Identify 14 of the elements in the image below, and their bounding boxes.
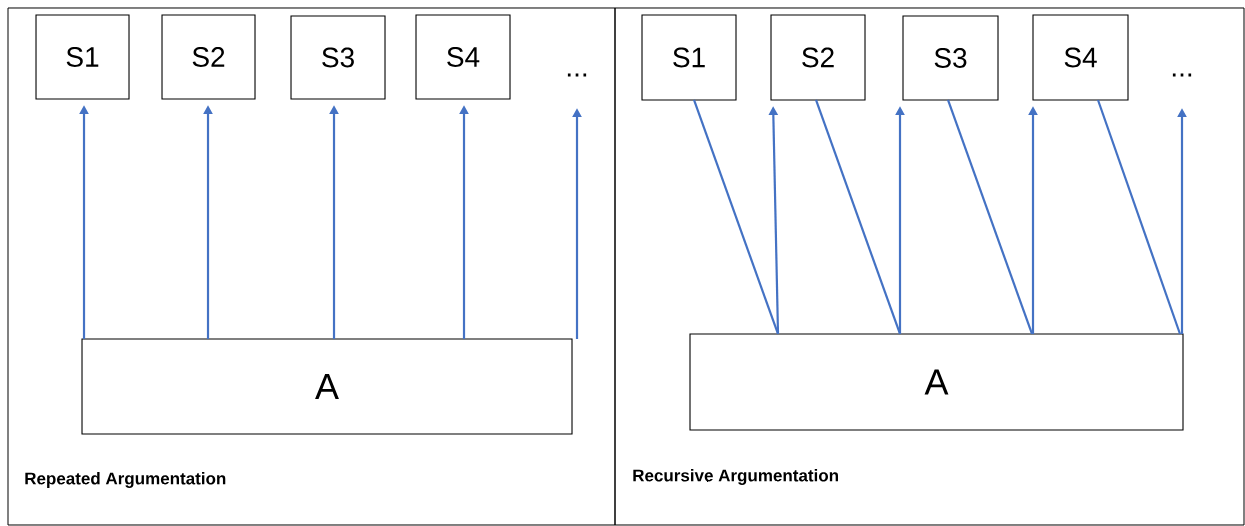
argument-box: A bbox=[81, 338, 573, 435]
statement-box: S4 bbox=[1032, 14, 1129, 101]
ellipsis-text: ... bbox=[1172, 73, 1192, 77]
panel-title: Recursive Argumentation bbox=[633, 469, 838, 485]
statement-box: S3 bbox=[902, 15, 999, 101]
ellipsis-text: ... bbox=[567, 73, 587, 77]
statement-box: S2 bbox=[161, 14, 256, 100]
statement-box: S2 bbox=[770, 14, 866, 101]
statement-box: S4 bbox=[415, 14, 511, 100]
panel-title: Repeated Argumentation bbox=[25, 472, 226, 488]
statement-box: S1 bbox=[35, 14, 130, 100]
argument-box: A bbox=[689, 333, 1184, 431]
statement-box: S3 bbox=[290, 15, 386, 100]
statement-box: S1 bbox=[641, 14, 737, 101]
